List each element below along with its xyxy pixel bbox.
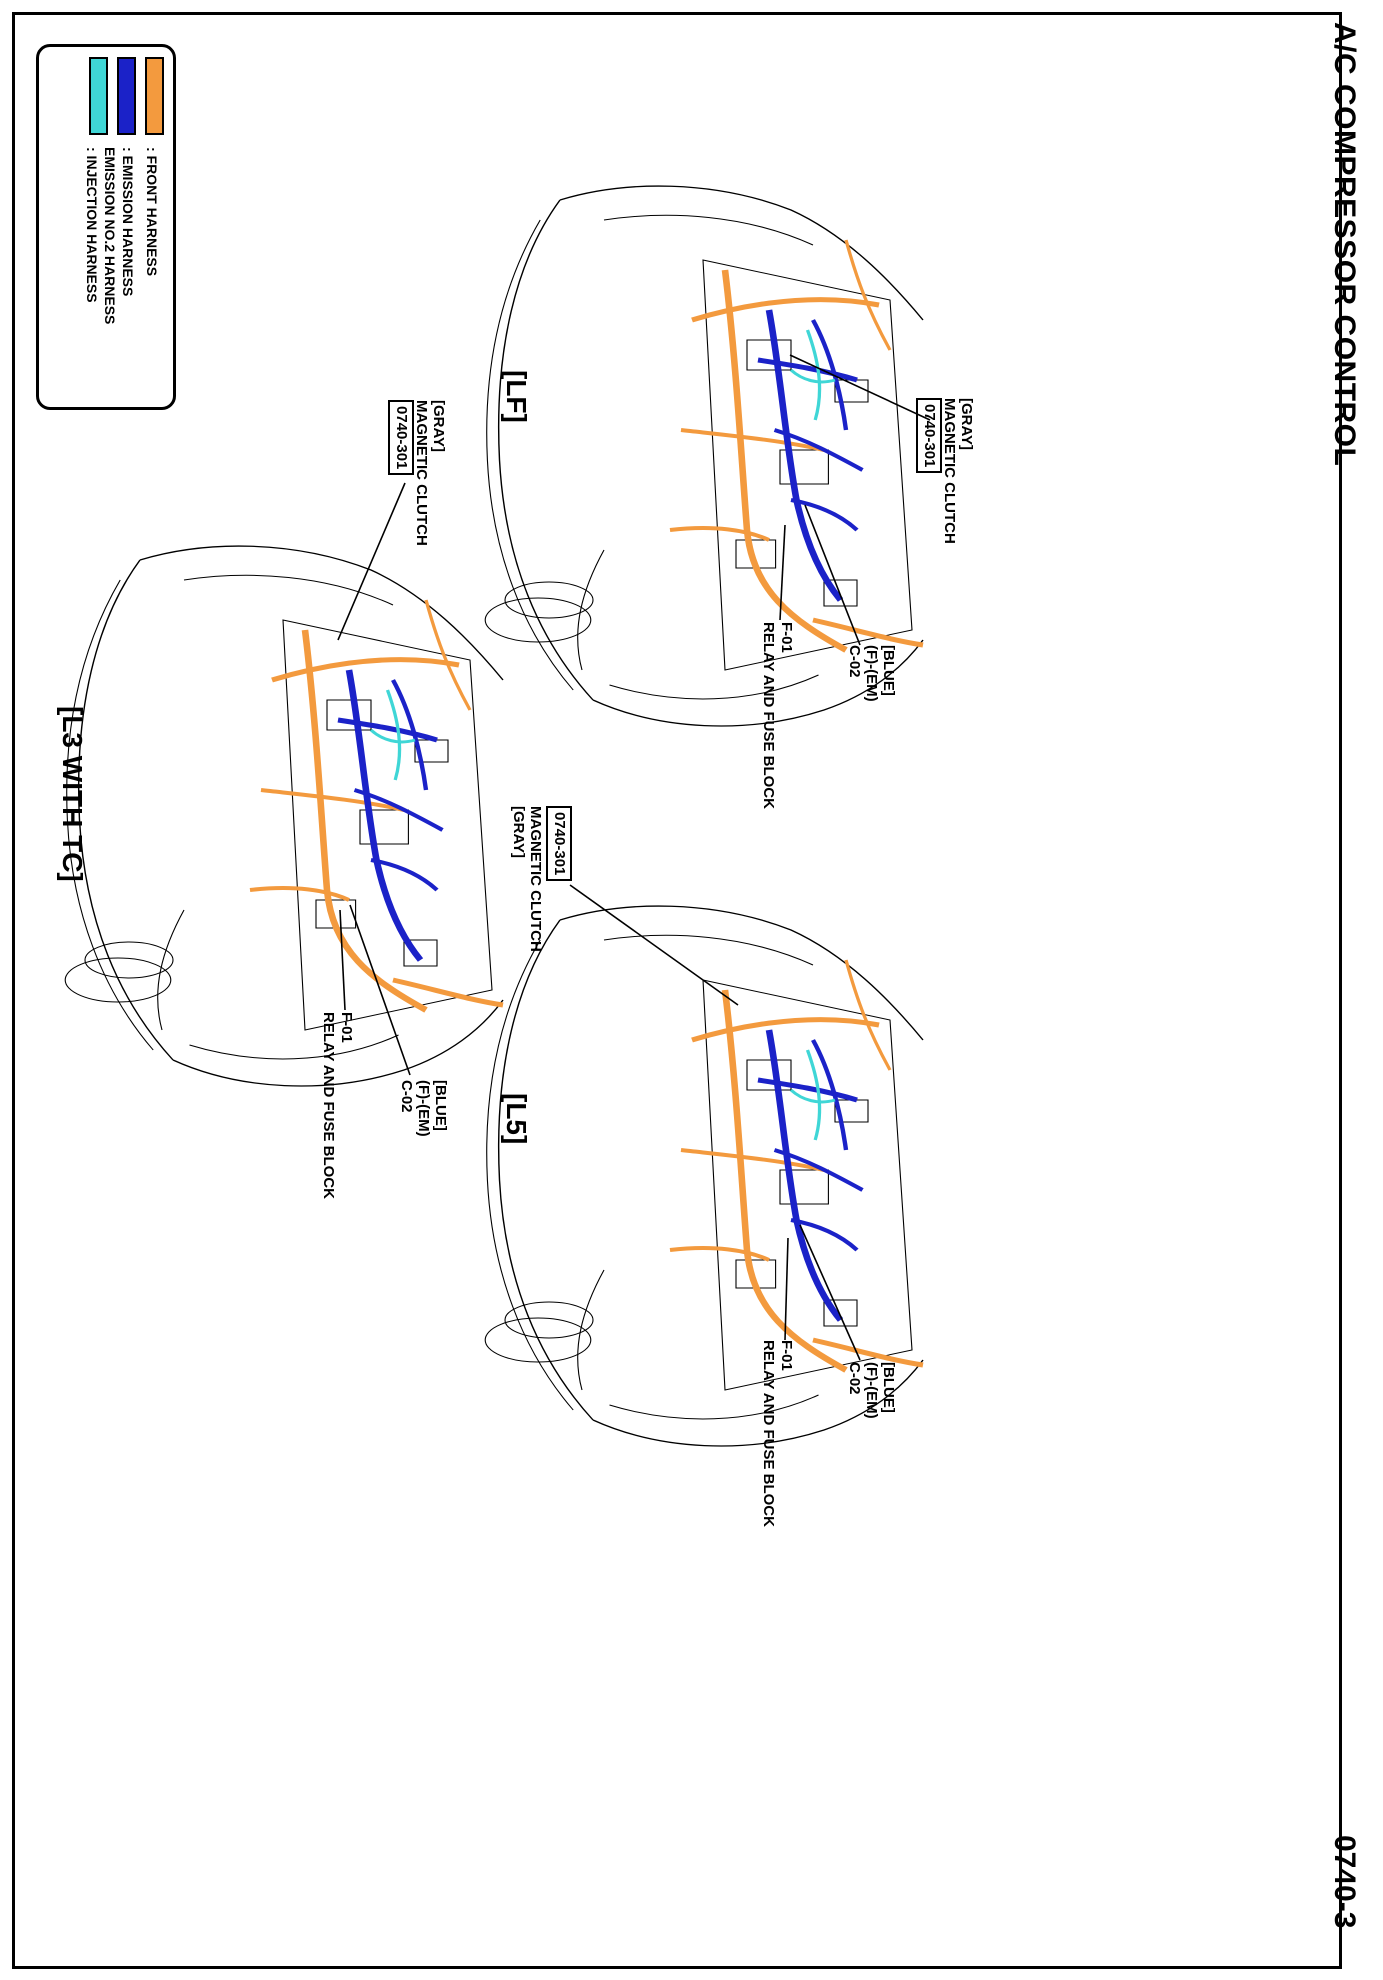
legend-swatch-injection-harness	[89, 57, 108, 135]
legend-label-emission-no2-harness: EMISSION NO.2 HARNESS	[102, 147, 118, 325]
leader-line-lf-f01	[779, 524, 786, 621]
lf-f01-name: RELAY AND FUSE BLOCK	[760, 622, 777, 809]
legend-swatch-emission-harness	[117, 57, 136, 135]
leader-line-l5-clutch	[569, 884, 739, 1006]
car-drawing-l3tc	[65, 546, 503, 1086]
l3tc-c02-code: C-02	[398, 1080, 415, 1113]
leader-line-lf-c02	[804, 504, 861, 646]
leader-line-l3tc-c02	[349, 904, 411, 1076]
legend-label-emission-harness: : EMISSION HARNESS	[120, 147, 136, 297]
l5-c02-name: (F)-(EM)	[863, 1362, 880, 1419]
harness-legend: : FRONT HARNESS : EMISSION HARNESS EMISS…	[36, 44, 176, 410]
l3tc-clutch-color: [GRAY]	[430, 400, 447, 452]
l5-f01-code: F-01	[778, 1340, 795, 1371]
l3tc-c02-name: (F)-(EM)	[415, 1080, 432, 1137]
view-tag-lf: [LF]	[501, 370, 532, 423]
l3tc-f01-code: F-01	[338, 1012, 355, 1043]
page-title: A/C COMPRESSOR CONTROL	[1328, 22, 1361, 467]
leader-line-l5-c02	[799, 1224, 861, 1361]
view-tag-l3tc: [L3 WITH TC]	[57, 706, 88, 882]
leader-line-l3tc-clutch	[337, 482, 406, 641]
lf-c02-color: [BLUE]	[880, 645, 897, 696]
l5-clutch-code: 0740-301	[546, 806, 572, 882]
l3tc-c02-color: [BLUE]	[432, 1080, 449, 1131]
leader-line-lf-clutch	[789, 354, 931, 421]
view-tag-l5: [L5]	[501, 1093, 532, 1145]
leader-line-l3tc-f01	[339, 909, 346, 1011]
l3tc-clutch-code: 0740-301	[388, 400, 414, 476]
legend-label-injection-harness: : INJECTION HARNESS	[84, 147, 100, 303]
lf-c02-name: (F)-(EM)	[863, 645, 880, 702]
l5-c02-code: C-02	[846, 1362, 863, 1395]
l5-clutch-color: [GRAY]	[510, 806, 527, 858]
legend-swatch-front-harness	[145, 57, 164, 135]
lf-clutch-name: MAGNETIC CLUTCH	[941, 398, 958, 544]
l3tc-f01-name: RELAY AND FUSE BLOCK	[320, 1012, 337, 1199]
lf-f01-code: F-01	[778, 622, 795, 653]
leader-line-l5-f01	[784, 1237, 789, 1341]
l5-c02-color: [BLUE]	[880, 1362, 897, 1413]
legend-label-front-harness: : FRONT HARNESS	[144, 147, 160, 277]
l5-clutch-name: MAGNETIC CLUTCH	[527, 806, 544, 952]
l3tc-clutch-name: MAGNETIC CLUTCH	[413, 400, 430, 546]
page-frame	[12, 12, 1342, 1969]
l5-f01-name: RELAY AND FUSE BLOCK	[760, 1340, 777, 1527]
lf-c02-code: C-02	[846, 645, 863, 678]
page-number: 0740-3	[1328, 1835, 1361, 1929]
lf-clutch-code: 0740-301	[916, 398, 942, 474]
lf-clutch-color: [GRAY]	[958, 398, 975, 450]
